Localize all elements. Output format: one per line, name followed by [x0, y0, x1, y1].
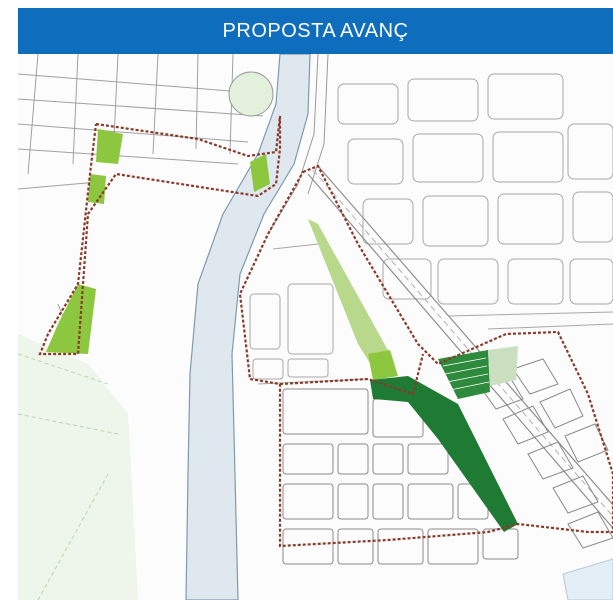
pale-field: [18, 334, 138, 600]
urban-plan-map: [18, 54, 613, 600]
green-railway-strip: [308, 219, 390, 376]
northeast-blocks: [337, 73, 613, 330]
map-title-banner: PROPOSTA AVANÇ: [18, 8, 613, 54]
central-blocks: [249, 243, 369, 385]
port-area: [562, 558, 613, 600]
northwest-streets: [18, 54, 274, 355]
river: [185, 54, 311, 600]
plan-boundary: [38, 115, 613, 548]
field-lines: [18, 353, 119, 600]
green-square: [368, 350, 398, 380]
green-park-north: [96, 129, 123, 164]
green-hatch: [442, 357, 490, 391]
southeast-blocks: [477, 358, 613, 549]
green-park-riverside: [250, 154, 270, 192]
green-corridor-southwest: [46, 284, 96, 354]
road-along-river: [267, 54, 319, 235]
railway-track-2: [317, 165, 613, 506]
road-along-river-2: [307, 54, 329, 195]
map-title: PROPOSTA AVANÇ: [222, 19, 409, 42]
green-block-pale: [488, 346, 518, 386]
map-canvas: [18, 54, 613, 600]
green-linear-park-dark: [370, 376, 518, 532]
green-block-hatched: [438, 350, 490, 399]
